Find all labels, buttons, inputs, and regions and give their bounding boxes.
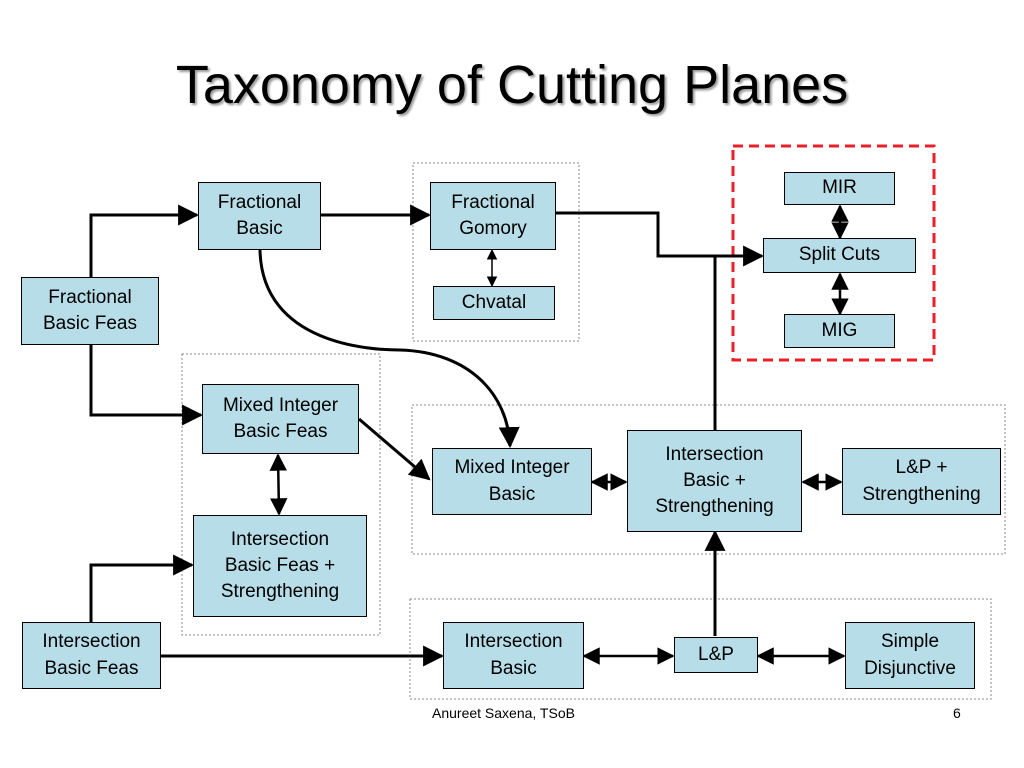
connector-fractional-basic-to-mixed-integer-basic	[258, 249, 520, 449]
node-intersection-basic: Intersection Basic	[443, 622, 584, 689]
node-mig: MIG	[784, 314, 895, 348]
node-lp-strengthening: L&P + Strengthening	[842, 448, 1001, 515]
lp-group-frame	[409, 598, 992, 700]
connector-gomory-to-split-cuts	[556, 211, 765, 267]
node-intersection-basic-feas: Intersection Basic Feas	[22, 622, 161, 689]
split-cuts-highlight-frame	[731, 144, 936, 362]
slide-title: Taxonomy of Cutting Planes	[175, 55, 849, 115]
mixed-integer-feas-group-frame	[181, 353, 381, 636]
connector-mibf-to-mixed-integer-basic	[358, 417, 431, 481]
node-split-cuts: Split Cuts	[763, 238, 916, 273]
node-intersection-basic-strengthening: Intersection Basic + Strengthening	[627, 430, 802, 532]
node-fractional-gomory: Fractional Gomory	[430, 182, 556, 250]
connector-fbf-to-fractional-basic	[89, 204, 200, 277]
node-mixed-integer-basic-feas: Mixed Integer Basic Feas	[202, 384, 359, 454]
node-chvatal: Chvatal	[433, 286, 555, 320]
node-mir: MIR	[784, 172, 895, 205]
node-simple-disjunctive: Simple Disjunctive	[845, 622, 975, 689]
connector-mibf-ibfs	[269, 453, 288, 516]
node-fractional-basic-feas: Fractional Basic Feas	[21, 277, 159, 345]
node-lp: L&P	[674, 637, 758, 673]
node-fractional-basic: Fractional Basic	[198, 182, 321, 250]
footer-author: Anureet Saxena, TSoB	[432, 705, 575, 721]
node-mixed-integer-basic: Mixed Integer Basic	[432, 448, 592, 515]
node-intersection-basic-feas-strengthening: Intersection Basic Feas + Strengthening	[193, 515, 367, 617]
connector-ibf-to-ibf-strengthening	[89, 554, 195, 622]
connector-fbf-to-mixed-integer-basic-feas	[89, 345, 204, 426]
page-number: 6	[953, 705, 961, 721]
